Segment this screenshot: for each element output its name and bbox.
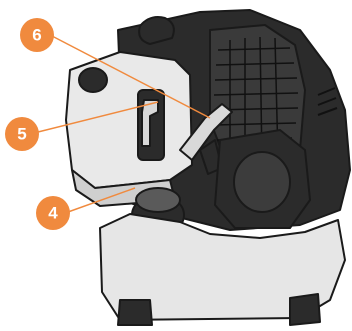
cylinder-recess [234,152,290,212]
base-foot-right [290,294,320,325]
callout-4: 4 [36,196,70,230]
callout-5-label: 5 [17,125,26,144]
base-foot-left [118,300,152,325]
callout-5: 5 [5,117,39,151]
callout-6-label: 6 [32,26,41,45]
engine-illustration [66,10,350,325]
callout-6: 6 [20,18,54,52]
filter-knob [79,68,107,92]
callout-4-label: 4 [48,204,58,223]
fuel-cap-top [136,188,180,212]
